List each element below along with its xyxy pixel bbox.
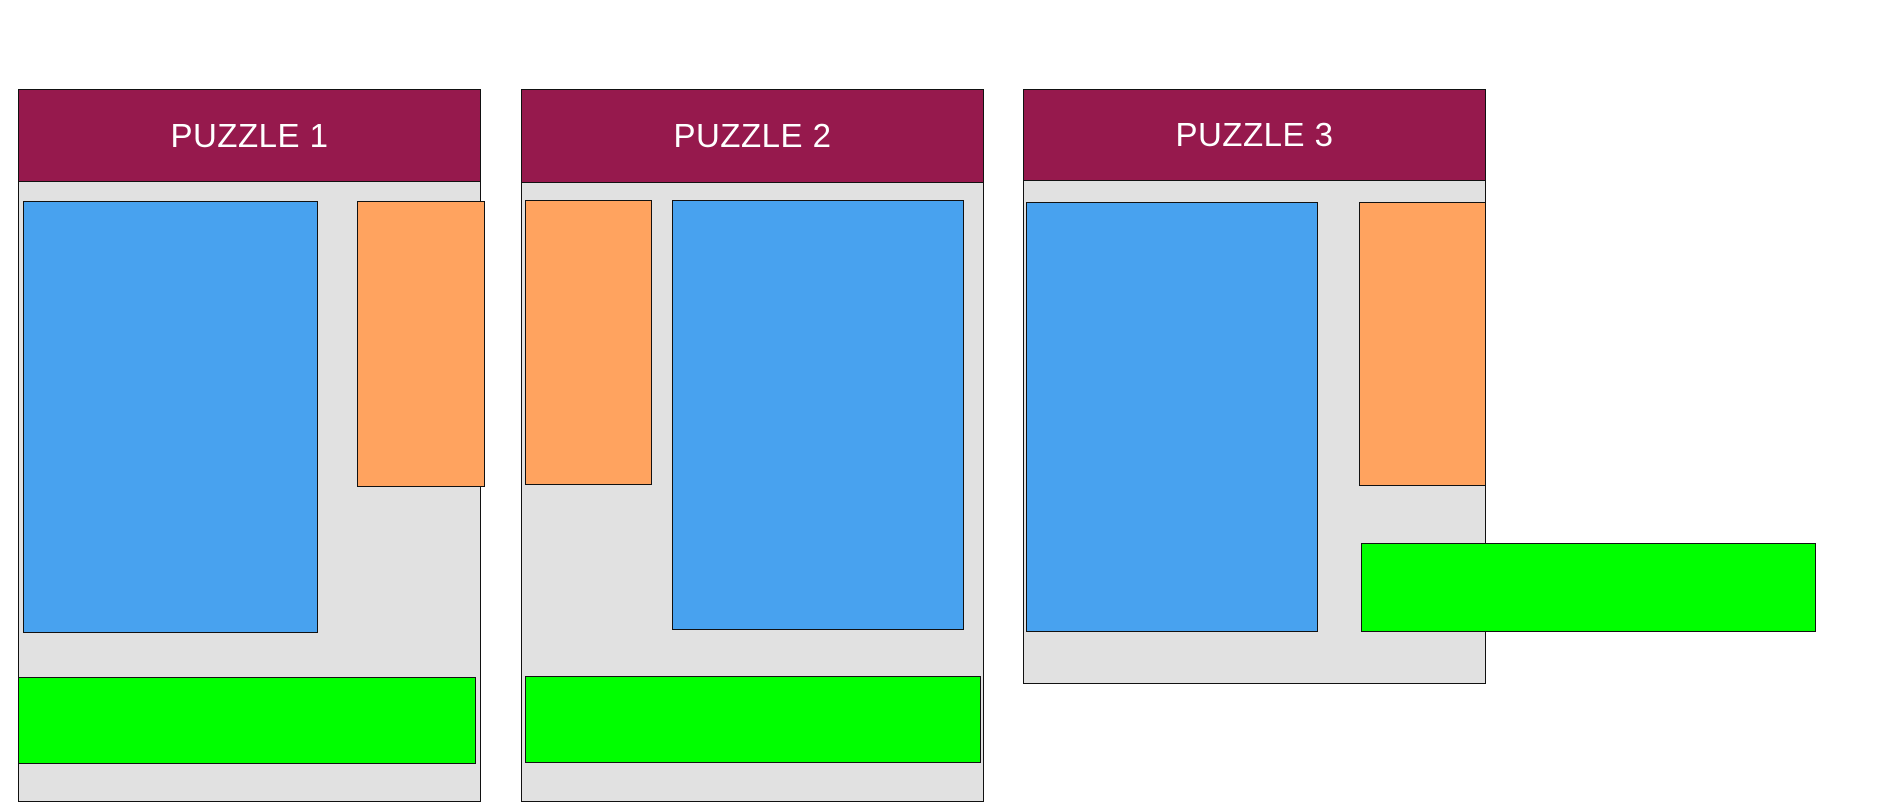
puzzle-3-header: PUZZLE 3 [1024,90,1485,181]
puzzle-1-header: PUZZLE 1 [19,90,480,182]
puzzle-2-green-block [525,676,981,763]
puzzle-1-blue-block [23,201,318,633]
puzzle-2-blue-block [672,200,964,630]
puzzle-2-header: PUZZLE 2 [522,90,983,183]
puzzle-3-blue-block [1026,202,1318,632]
puzzle-1-green-block [18,677,476,764]
puzzle-1-orange-block [357,201,485,487]
puzzle-2-orange-block [525,200,652,485]
puzzle-3-title: PUZZLE 3 [1175,116,1334,153]
puzzle-3-green-block [1361,543,1816,632]
puzzle-3-orange-block [1359,202,1486,486]
puzzle-2-title: PUZZLE 2 [673,117,832,154]
puzzle-1-title: PUZZLE 1 [170,116,329,154]
